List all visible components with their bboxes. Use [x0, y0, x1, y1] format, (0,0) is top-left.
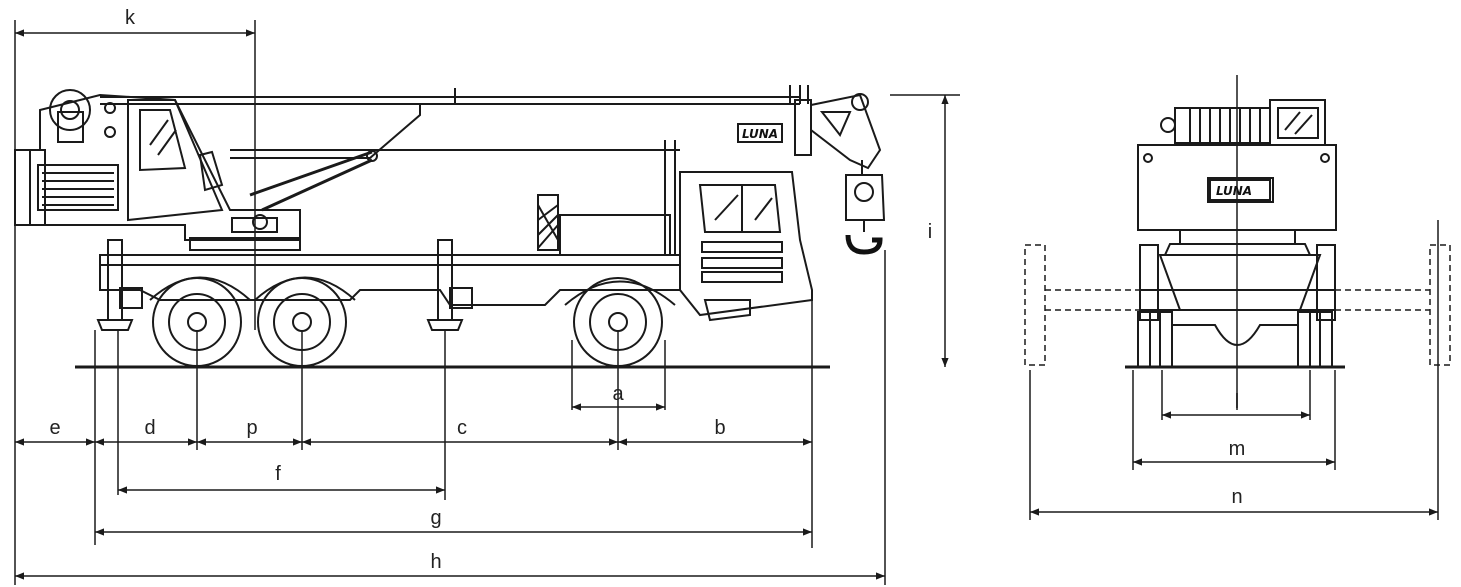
dim-label-n: n [1231, 486, 1242, 508]
hook-block [845, 160, 886, 255]
luna-logo-front-box [1209, 179, 1271, 201]
dim-label-a: a [612, 383, 624, 405]
dim-label-c: c [457, 417, 467, 439]
carrier-chassis [99, 140, 681, 306]
crane-front-view [1125, 75, 1345, 410]
extended-outriggers-front [1024, 244, 1451, 366]
luna-logo-side: LUNA [742, 127, 778, 141]
luna-logo-side-box [737, 123, 783, 143]
luffing-cylinder [249, 150, 378, 212]
dim-label-m: m [1229, 438, 1246, 460]
crane-side-view [14, 85, 886, 369]
dim-label-d: d [144, 417, 155, 439]
superstructure [14, 89, 301, 251]
dim-label-g: g [430, 507, 441, 529]
dim-label-p: p [246, 417, 257, 439]
boom [100, 85, 882, 170]
driver-cab [679, 171, 813, 322]
dimension-labels: k i a e d p c b f g h l m n [49, 7, 1245, 573]
dim-label-h: h [430, 551, 441, 573]
dim-label-b: b [714, 417, 725, 439]
dim-label-f: f [275, 463, 281, 485]
dim-label-k: k [125, 7, 136, 29]
dim-label-e: e [49, 417, 60, 439]
luna-logo-front: LUNA [1216, 184, 1252, 198]
dim-label-l: l [1235, 391, 1239, 413]
dimension-lines [14, 20, 1439, 585]
outriggers-side [96, 239, 473, 331]
dim-label-i: i [928, 221, 932, 243]
